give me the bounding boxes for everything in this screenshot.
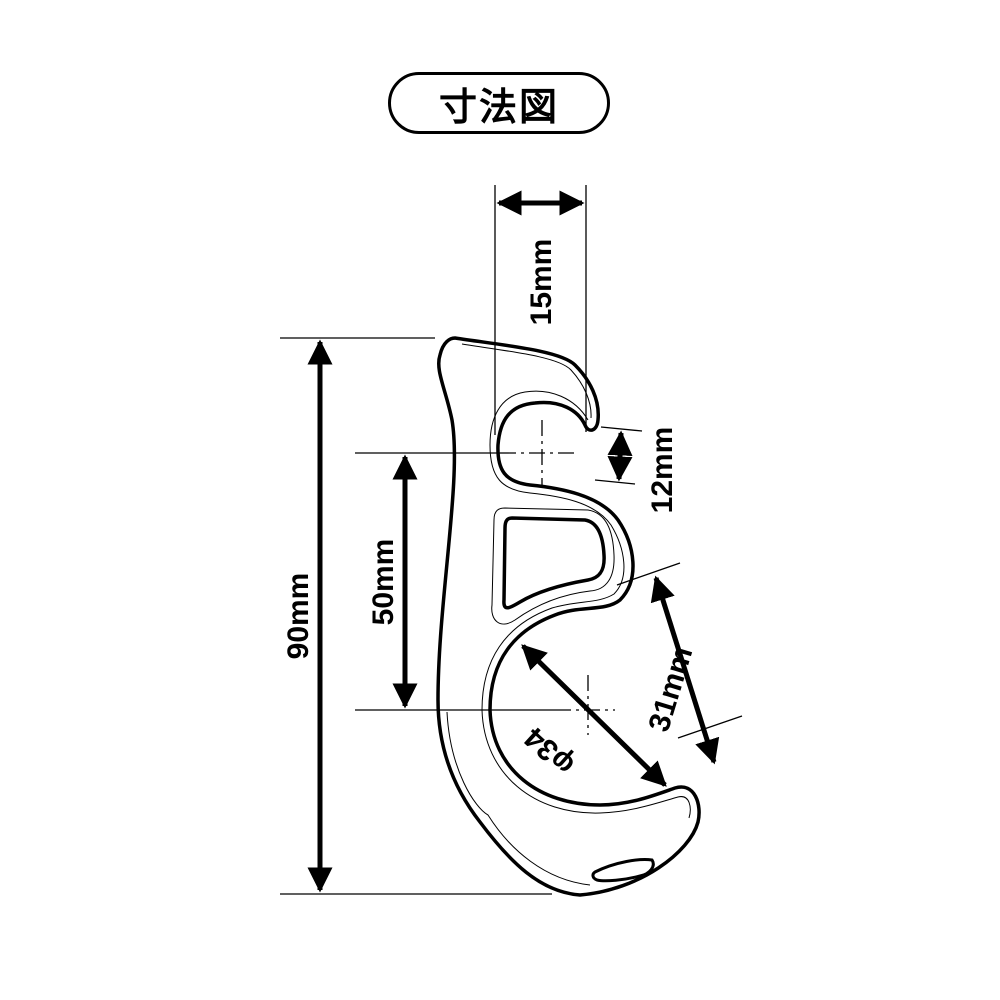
bottom-slot [591, 858, 655, 883]
title: 寸法図 [438, 84, 559, 129]
label-15mm: 15mm [525, 239, 558, 326]
hook-inner-contour [446, 343, 691, 886]
label-phi34: φ34 [518, 720, 581, 781]
window-hole-contour [491, 507, 615, 625]
label-90mm: 90mm [282, 573, 315, 660]
title-badge: 寸法図 [388, 72, 610, 134]
arrow-31mm [650, 575, 720, 765]
dimension-arrows [307, 190, 720, 893]
hook-outline [436, 336, 701, 897]
arrow-12mm [607, 430, 633, 482]
window-hole [502, 516, 606, 610]
label-12mm: 12mm [646, 427, 679, 514]
label-50mm: 50mm [367, 539, 400, 626]
arrow-phi34 [521, 644, 667, 787]
